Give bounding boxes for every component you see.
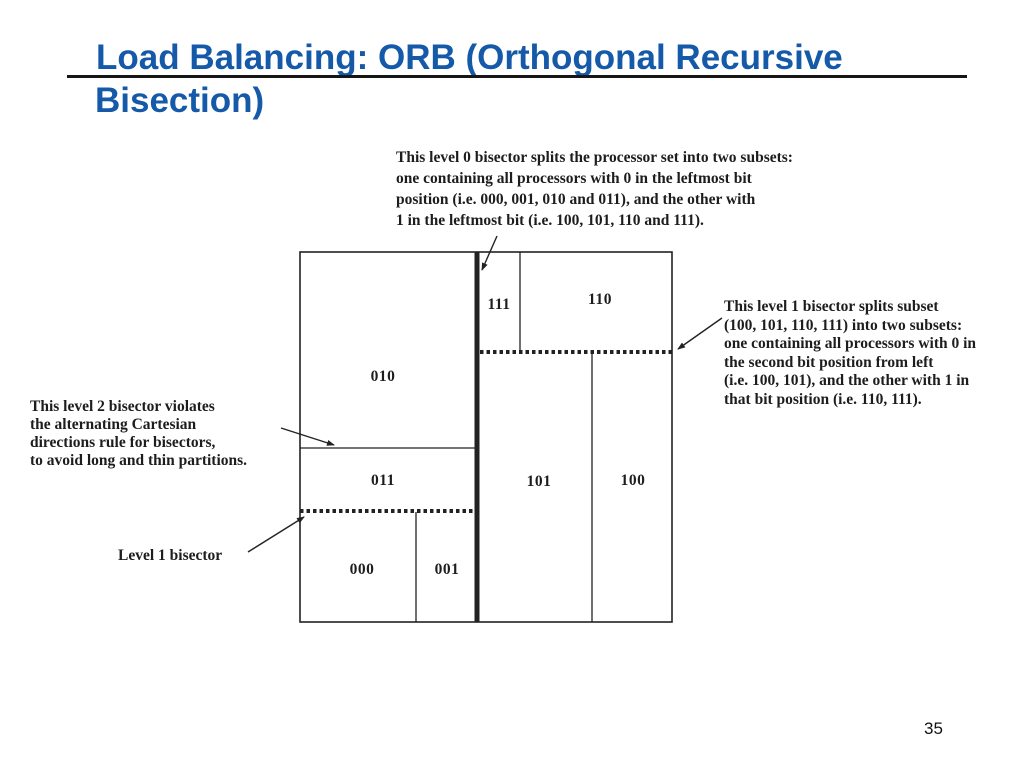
arrow-from-level1-label [247, 516, 305, 553]
annotation-level1-bisector: This level 1 bisector splits subset (100… [724, 298, 977, 408]
arrow-to-level2-bisector [280, 427, 335, 446]
annotation-level2-bisector: This level 2 bisector violates the alter… [30, 398, 248, 469]
region-label-000: 000 [349, 561, 375, 578]
page-number: 35 [924, 719, 943, 738]
region-label-100: 100 [620, 472, 646, 489]
region-label-011: 011 [371, 472, 395, 489]
arrow-to-level0-bisector [481, 235, 498, 271]
region-label-101: 101 [526, 473, 552, 490]
annotation-level0-bisector: This level 0 bisector splits the process… [396, 149, 793, 229]
region-label-010: 010 [370, 368, 396, 385]
arrow-to-level1-bisector-right [677, 317, 723, 350]
slide-title-line1: Load Balancing: ORB (Orthogonal Recursiv… [96, 38, 843, 77]
label-level1-bisector: Level 1 bisector [118, 547, 223, 564]
title-underline [67, 75, 967, 78]
region-label-110: 110 [588, 291, 612, 308]
slide-title-line2: Bisection) [95, 81, 265, 120]
region-label-001: 001 [434, 561, 460, 578]
partition-square [299, 251, 673, 623]
region-label-111: 111 [487, 296, 511, 313]
